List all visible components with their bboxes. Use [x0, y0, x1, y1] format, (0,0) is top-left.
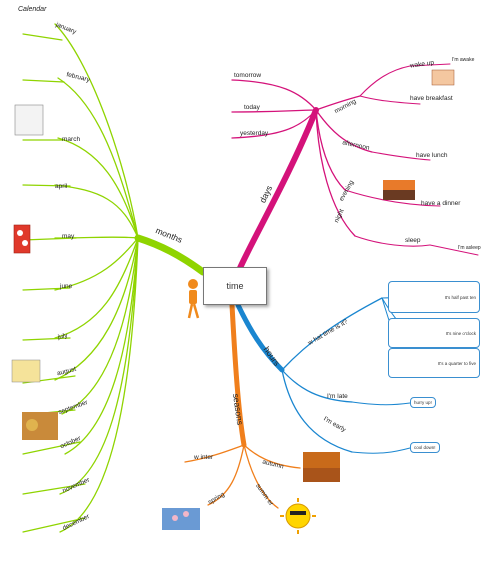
- day-tomorrow: tomorrow: [234, 72, 262, 79]
- month-june: june: [60, 283, 73, 290]
- season-winter: w inter: [194, 454, 214, 461]
- month-march: march: [62, 136, 81, 143]
- sun-icon: [280, 498, 316, 534]
- note-cool-down: cool down!: [410, 442, 440, 453]
- months-branch: [22, 23, 207, 533]
- time-half-past-ten: It's half past ten: [444, 294, 476, 300]
- note-quarter-to-five: It's a quarter to five: [388, 348, 480, 378]
- days-branch: [231, 63, 479, 271]
- hours-im-late: I'm late: [327, 393, 348, 400]
- note-half-past-ten: It's half past ten: [388, 281, 480, 313]
- sub-im-awake: I'm awake: [452, 57, 475, 63]
- center-label: time: [226, 281, 244, 291]
- sub-im-asleep: I'm asleep: [458, 245, 481, 251]
- month-may: may: [62, 233, 75, 240]
- note-hurry-up: hurry up!: [410, 397, 436, 408]
- time-nine-oclock: It's nine o'clock: [445, 330, 476, 336]
- sub-sleep: sleep: [405, 237, 421, 244]
- seasons-branch: [184, 302, 301, 509]
- calendar-label: Calendar: [18, 6, 47, 13]
- sub-have-breakfast: have breakfast: [410, 95, 453, 102]
- note-nine-oclock: It's nine o'clock: [388, 318, 480, 348]
- person-icon: [187, 279, 200, 319]
- month-april: april: [55, 183, 68, 190]
- time-quarter-to-five: It's a quarter to five: [437, 360, 476, 366]
- hours-branch: [235, 294, 411, 454]
- day-yesterday: yesterday: [240, 130, 269, 137]
- sub-have-dinner: have a dinner: [421, 200, 461, 207]
- center-node[interactable]: time: [203, 267, 267, 305]
- sub-have-lunch: have lunch: [416, 152, 448, 159]
- day-today: today: [244, 104, 260, 111]
